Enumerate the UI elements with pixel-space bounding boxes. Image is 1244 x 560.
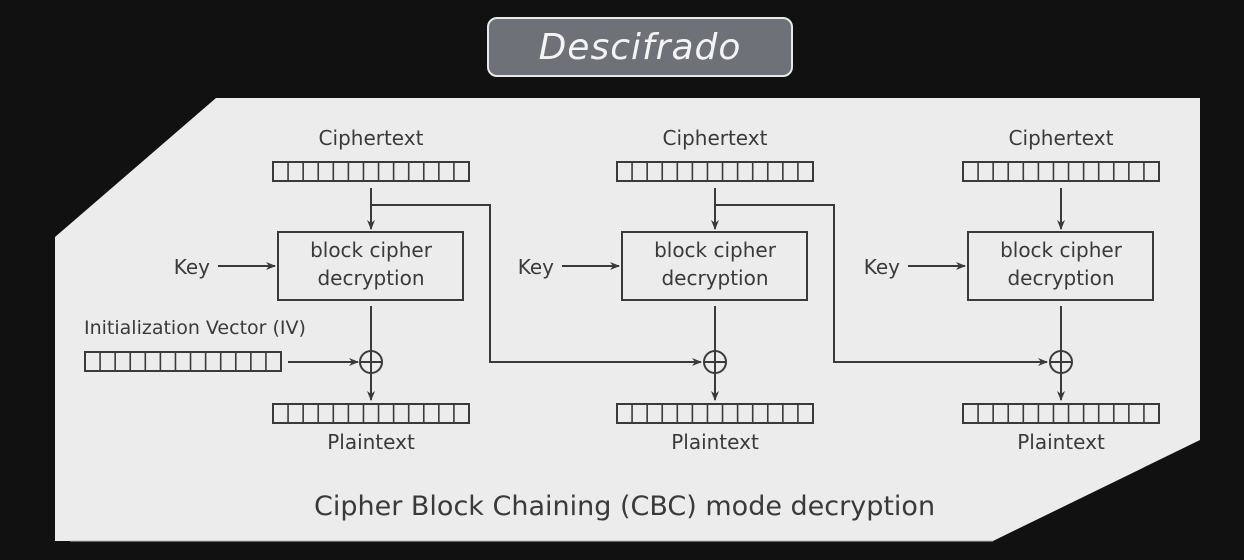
iv-label: Initialization Vector (IV): [84, 317, 306, 339]
block-label-line1: block cipher: [654, 238, 777, 262]
ciphertext-label: Ciphertext: [663, 126, 768, 150]
chaining-feedback-line: [371, 204, 702, 366]
diagram-caption: Cipher Block Chaining (CBC) mode decrypt…: [314, 491, 935, 522]
block-cipher-box: [967, 231, 1154, 301]
diagram-panel: [55, 98, 1200, 541]
plaintext-label: Plaintext: [671, 430, 759, 454]
ciphertext-register: [962, 161, 1160, 182]
register-outline: [962, 161, 1160, 182]
iv-register: [84, 351, 282, 372]
register-outline: [616, 403, 814, 424]
key-label: Key: [174, 255, 210, 279]
xor-icon: [703, 350, 727, 374]
register-outline: [272, 161, 470, 182]
chaining-feedback-line: [715, 204, 1048, 366]
block-label-line1: block cipher: [310, 238, 433, 262]
block-cipher-box: [277, 231, 464, 301]
iv-group: Initialization Vector (IV): [84, 317, 359, 372]
ciphertext-register: [616, 161, 814, 182]
plaintext-register: [272, 403, 470, 424]
block-label-line2: decryption: [317, 266, 424, 290]
ciphertext-label: Ciphertext: [319, 126, 424, 150]
key-label: Key: [864, 255, 900, 279]
register-outline: [616, 161, 814, 182]
iv-register-cells: [84, 351, 282, 372]
ciphertext-register: [272, 161, 470, 182]
block-label-line2: decryption: [661, 266, 768, 290]
block-label-line2: decryption: [1007, 266, 1114, 290]
decryption-unit-3: Ciphertext block cipher decryption KeyPlain…: [864, 126, 1160, 454]
key-label: Key: [518, 255, 554, 279]
decryption-unit-1: Ciphertext block cipher decryption KeyPlain…: [174, 126, 702, 454]
register-outline: [962, 403, 1160, 424]
xor-icon: [1049, 350, 1073, 374]
plaintext-label: Plaintext: [327, 430, 415, 454]
decryption-unit-2: Ciphertext block cipher decryption KeyPlain…: [518, 126, 1048, 454]
title-badge: Descifrado: [487, 17, 793, 77]
plaintext-register: [962, 403, 1160, 424]
register-outline: [272, 403, 470, 424]
title-text: Descifrado: [538, 26, 742, 68]
register-outline: [84, 351, 282, 372]
xor-icon: [359, 350, 383, 374]
ciphertext-label: Ciphertext: [1009, 126, 1114, 150]
block-label-line1: block cipher: [1000, 238, 1123, 262]
plaintext-label: Plaintext: [1017, 430, 1105, 454]
block-cipher-box: [621, 231, 808, 301]
plaintext-register: [616, 403, 814, 424]
